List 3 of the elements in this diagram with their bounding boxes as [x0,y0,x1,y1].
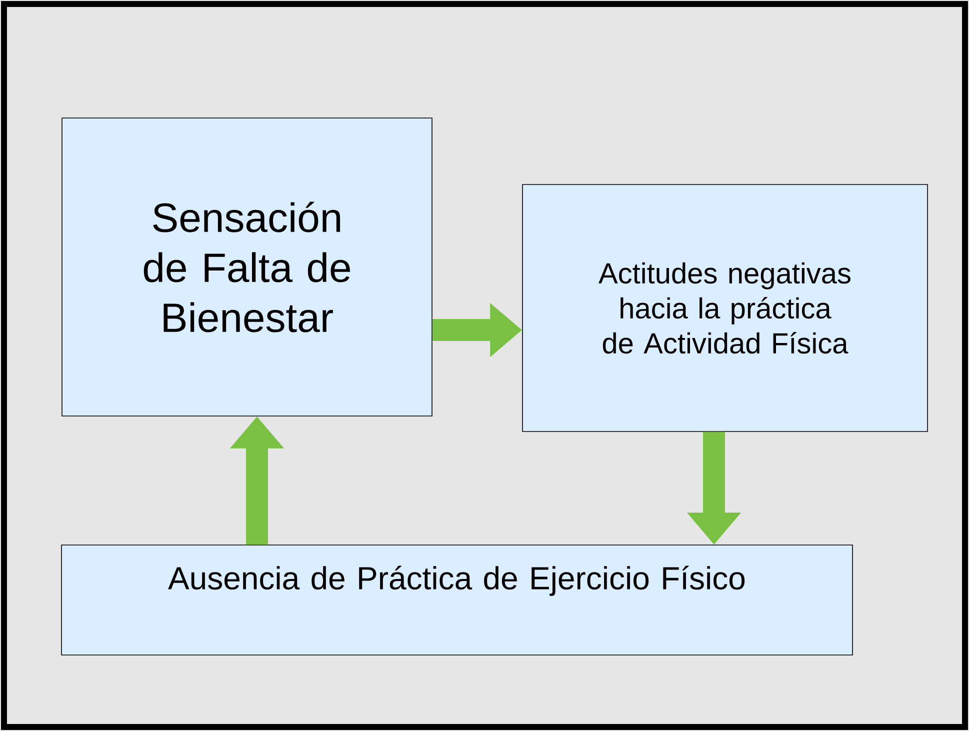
text-box: Ausencia de Práctica de Ejercicio Físico [61,544,853,656]
text-box: Sensación de Falta de Bienestar [62,118,432,416]
text-box: Actitudes negativas hacia la práctica de Actividad Física [522,184,928,432]
